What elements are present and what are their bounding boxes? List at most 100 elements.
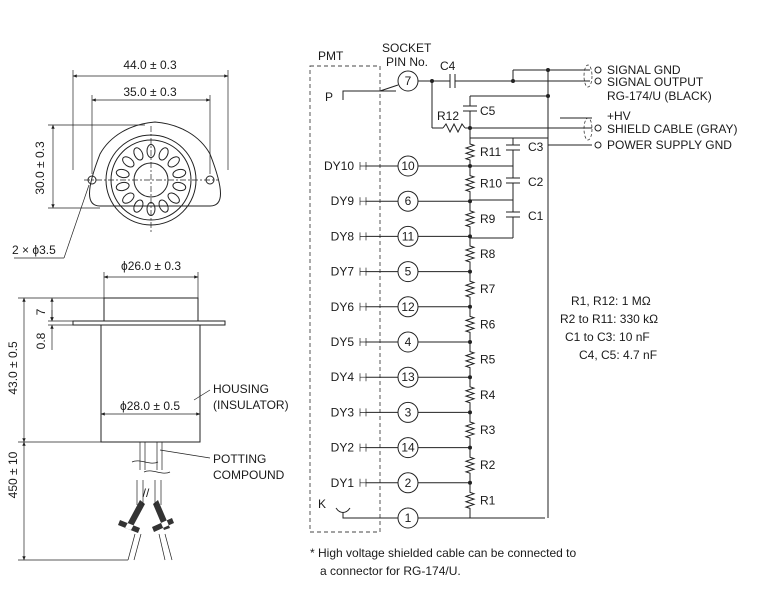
resistor-label: R3 (480, 423, 496, 437)
cathode-label: K (318, 497, 326, 511)
resistor (464, 271, 476, 307)
cable-right (152, 500, 174, 532)
c3-label: C3 (528, 140, 544, 154)
dim-height-flange: 30.0 ± 0.3 (33, 141, 47, 195)
resistor (464, 412, 476, 448)
dynode-label: DY10 (324, 159, 354, 173)
callout-potting-2: COMPOUND (213, 468, 285, 482)
dynode-label: DY8 (331, 229, 355, 243)
dim-height-body: 43.0 ± 0.5 (6, 341, 20, 395)
value-line-2: R2 to R11: 330 kΩ (560, 312, 658, 326)
resistor-label: R11 (480, 145, 501, 159)
pin-number: 4 (405, 335, 412, 349)
dim-dia-body: ϕ28.0 ± 0.5 (120, 399, 180, 413)
resistor (464, 447, 476, 483)
dynode-row: DY5 4 (331, 331, 472, 353)
c2-label: C2 (528, 175, 544, 189)
dynode-row: DY8 11 (331, 225, 472, 247)
resistor (464, 236, 476, 272)
dim-width-outer: 44.0 ± 0.3 (123, 58, 177, 72)
callout-housing-2: (INSULATOR) (213, 398, 289, 412)
pin-hole (133, 199, 144, 213)
r12-label: R12 (437, 109, 459, 123)
svg-text:1: 1 (405, 511, 412, 525)
dynode-label: DY9 (331, 194, 355, 208)
socket-label-1: SOCKET (382, 41, 432, 55)
c5-label: C5 (480, 104, 496, 118)
pin-p: 7 (397, 70, 419, 92)
pin-hole (167, 156, 180, 168)
dim-cable-len: 450 ± 10 (6, 451, 20, 498)
pin-hole (172, 168, 187, 179)
resistor (464, 138, 476, 166)
dynode-row: DY3 3 (331, 401, 472, 423)
resistor (464, 166, 476, 202)
socket-label-2: PIN No. (386, 55, 428, 69)
c4-label: C4 (440, 59, 456, 73)
pin-hole (115, 168, 130, 179)
pin-hole (172, 181, 187, 192)
value-line-3: C1 to C3: 10 nF (565, 330, 650, 344)
resistor (464, 306, 476, 342)
dynode-label: DY7 (331, 265, 355, 279)
resistor-label: R1 (480, 493, 496, 507)
pmt-box (309, 65, 381, 533)
cable-left (118, 500, 145, 533)
note-line-2: a connector for RG-174/U. (320, 564, 461, 578)
note-line-1: * High voltage shielded cable can be con… (310, 546, 577, 560)
dynode-label: DY2 (331, 441, 355, 455)
callout-potting-1: POTTING (213, 452, 266, 466)
out-psgnd: POWER SUPPLY GND (607, 138, 732, 152)
dynode-row: DY7 5 (331, 261, 472, 283)
callout-housing-1: HOUSING (213, 382, 269, 396)
pin-hole (122, 192, 135, 204)
dim-thick: 0.8 (34, 332, 48, 349)
svg-text://: // (143, 486, 150, 500)
out-sig-out: SIGNAL OUTPUT (607, 75, 704, 89)
pin-hole (146, 144, 156, 158)
dynode-label: DY3 (331, 405, 355, 419)
value-line-1: R1, R12: 1 MΩ (571, 294, 651, 308)
pin-hole (158, 199, 169, 213)
resistor (464, 377, 476, 413)
pin-hole (158, 147, 169, 161)
pin-hole (167, 192, 180, 204)
resistor-label: R4 (480, 388, 496, 402)
resistor-label: R6 (480, 317, 496, 331)
pin-number: 5 (405, 265, 412, 279)
top-cap (103, 297, 199, 322)
dim-holes: 2 × ϕ3.5 (12, 243, 56, 257)
top-view: 44.0 ± 0.3 35.0 ± 0.3 30.0 ± 0.3 2 × ϕ3.… (12, 58, 229, 259)
dynode-label: DY5 (331, 335, 355, 349)
out-sig-gnd: SIGNAL GND (607, 63, 681, 77)
pin-number: 3 (405, 405, 412, 419)
pin-number: 11 (402, 229, 415, 243)
flange-plate (72, 320, 226, 326)
resistor (464, 482, 476, 518)
out-hv: +HV (607, 109, 631, 123)
pin-number: 2 (405, 476, 412, 490)
svg-text:7: 7 (405, 74, 412, 88)
resistor-label: R9 (480, 212, 496, 226)
resistor-label: R7 (480, 282, 496, 296)
housing-body (100, 324, 201, 443)
resistor-label: R2 (480, 458, 496, 472)
out-shield: SHIELD CABLE (GRAY) (607, 122, 737, 136)
pin-hole (122, 156, 135, 168)
pin-hole (115, 181, 130, 192)
pin-holes (115, 144, 187, 216)
out-rg174: RG-174/U (BLACK) (607, 89, 712, 103)
side-view: // ϕ26.0 ± 0.3 ϕ28.0 ± 0.5 7 0.8 43.0 ± … (6, 259, 289, 561)
pin-number: 10 (401, 159, 415, 173)
pmt-label: PMT (318, 49, 344, 63)
c1-label: C1 (528, 209, 544, 223)
